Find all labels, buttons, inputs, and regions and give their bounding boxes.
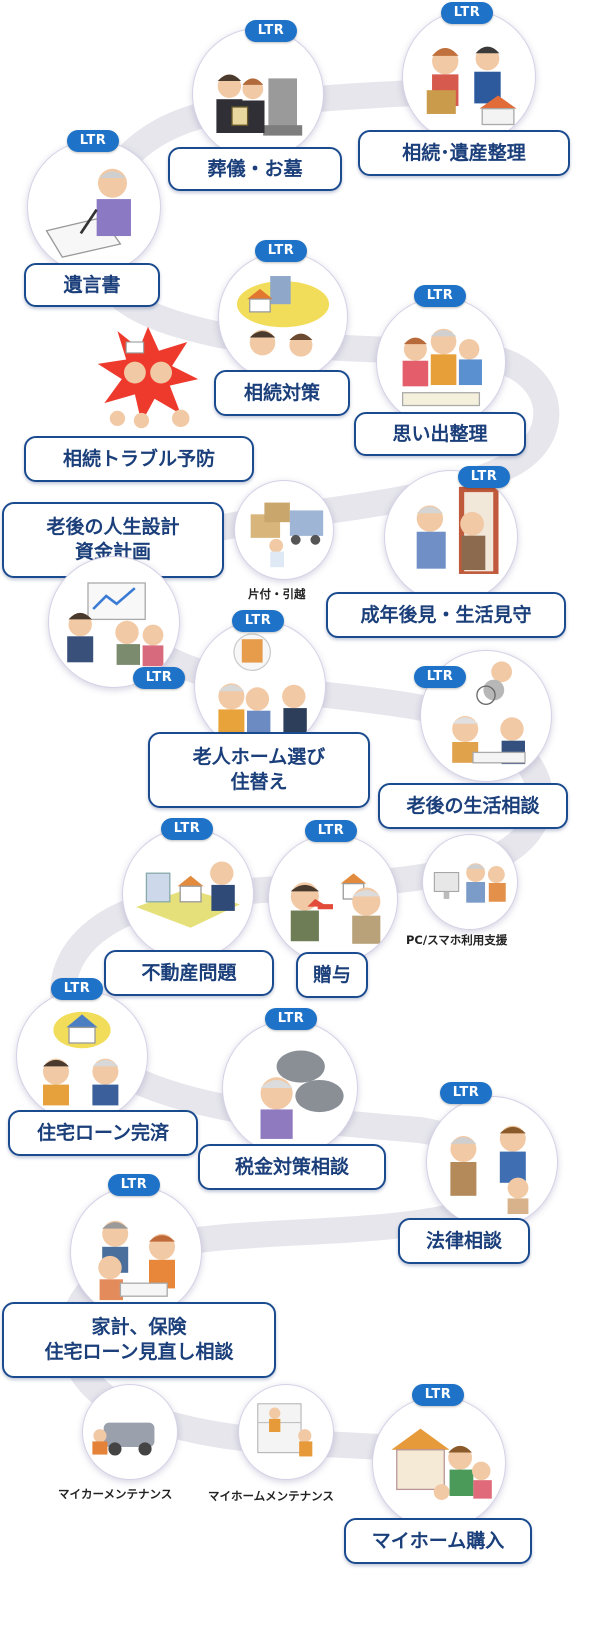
service-inheritance-trouble[interactable]: 相続トラブル予防 (24, 436, 254, 482)
service-guardianship[interactable]: 成年後見・生活見守 (326, 592, 566, 638)
service-memories[interactable]: 思い出整理 (354, 412, 526, 456)
legal-illustration (426, 1096, 558, 1228)
ltr-badge: LTR (255, 240, 307, 262)
tax-illustration (222, 1020, 358, 1156)
ltr-badge: LTR (245, 20, 297, 42)
loan-complete-illustration (16, 990, 148, 1122)
inheritance-trouble-illustration (92, 318, 204, 438)
ltr-badge: LTR (440, 1082, 492, 1104)
pc-support-illustration (422, 834, 518, 930)
service-label: 成年後見・生活見守 (360, 603, 532, 626)
service-label: 不動産問題 (141, 961, 237, 984)
service-label: 税金対策相談 (234, 1155, 349, 1178)
life-plan-illustration (48, 556, 180, 688)
service-inheritance-sort[interactable]: 相続･遺産整理 (358, 130, 570, 176)
service-label: 遺言書 (63, 273, 121, 296)
service-car-maint[interactable]: マイカーメンテナンス (58, 1487, 173, 1501)
ltr-badge: LTR (414, 285, 466, 307)
service-real-estate[interactable]: 不動産問題 (104, 950, 274, 996)
service-label: マイホーム購入 (371, 1529, 505, 1552)
service-label: 相続･遺産整理 (402, 141, 526, 164)
inheritance-measures-illustration (218, 252, 348, 382)
ltr-badge: LTR (51, 978, 103, 1000)
service-home-maint[interactable]: マイホームメンテナンス (208, 1489, 334, 1503)
service-label: 家計、保険 住宅ローン見直し相談 (44, 1316, 234, 1363)
ltr-badge: LTR (458, 466, 510, 488)
service-label: 老後の生活相談 (406, 794, 540, 817)
service-label: 贈与 (312, 963, 351, 986)
ltr-badge: LTR (67, 130, 119, 152)
service-pc-support[interactable]: PC/スマホ利用支援 (406, 933, 508, 947)
service-label: 老人ホーム選び 住替え (192, 746, 326, 793)
funeral-illustration (192, 28, 324, 160)
service-household[interactable]: 家計、保険 住宅ローン見直し相談 (2, 1302, 276, 1378)
ltr-badge: LTR (108, 1174, 160, 1196)
ltr-badge: LTR (305, 820, 357, 842)
inheritance-sort-illustration (402, 10, 536, 144)
memories-illustration (376, 297, 506, 427)
service-home-buy[interactable]: マイホーム購入 (344, 1518, 532, 1564)
service-label: 思い出整理 (392, 422, 488, 445)
service-elder-life[interactable]: 老後の生活相談 (378, 783, 568, 829)
service-funeral[interactable]: 葬儀・お墓 (168, 147, 342, 191)
will-illustration (27, 140, 161, 274)
service-gift[interactable]: 贈与 (296, 952, 368, 998)
home-buy-illustration (372, 1396, 506, 1530)
service-label: 住宅ローン完済 (36, 1121, 170, 1144)
gift-illustration (268, 834, 398, 964)
household-illustration (70, 1186, 202, 1318)
service-loan-complete[interactable]: 住宅ローン完済 (8, 1110, 198, 1156)
real-estate-illustration (122, 828, 254, 960)
ltr-badge: LTR (232, 610, 284, 632)
service-label: 葬儀・お墓 (207, 157, 303, 180)
ltr-badge: LTR (412, 1384, 464, 1406)
service-legal[interactable]: 法律相談 (398, 1218, 530, 1264)
service-label: 相続トラブル予防 (62, 447, 215, 470)
tidy-move-illustration (234, 480, 334, 580)
car-maint-illustration (82, 1384, 178, 1480)
service-label: 法律相談 (425, 1229, 502, 1252)
ltr-badge: LTR (414, 666, 466, 688)
ltr-badge: LTR (441, 2, 493, 24)
service-will[interactable]: 遺言書 (24, 263, 160, 307)
service-nursing-home[interactable]: 老人ホーム選び 住替え (148, 732, 370, 808)
guardianship-illustration (384, 470, 518, 604)
service-inheritance-measures[interactable]: 相続対策 (214, 370, 350, 416)
home-maint-illustration (238, 1384, 334, 1480)
ltr-badge: LTR (133, 667, 185, 689)
ltr-badge: LTR (161, 818, 213, 840)
service-tax[interactable]: 税金対策相談 (198, 1144, 386, 1190)
service-tidy-move[interactable]: 片付・引越 (248, 587, 306, 601)
service-label: 相続対策 (243, 381, 320, 404)
ltr-badge: LTR (265, 1008, 317, 1030)
